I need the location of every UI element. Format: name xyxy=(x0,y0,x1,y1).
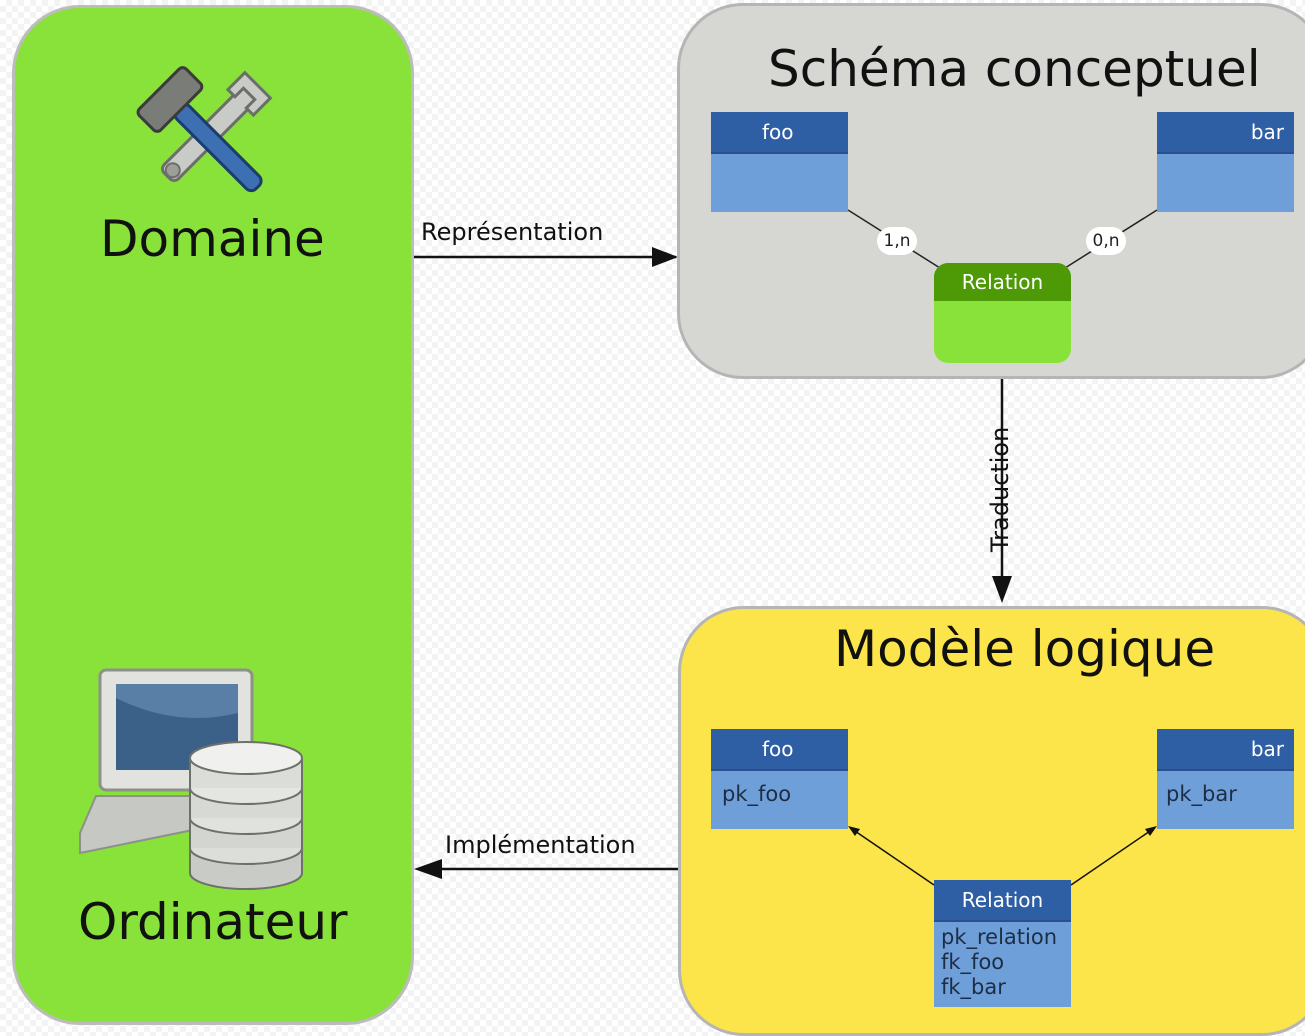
entity-body xyxy=(711,154,848,212)
logical-table-bar: bar pk_bar xyxy=(1157,729,1294,829)
field: pk_relation xyxy=(941,925,1058,949)
concept-entity-foo: foo xyxy=(711,112,848,212)
concept-entity-bar: bar xyxy=(1157,112,1294,212)
logical-model-title: Modèle logique xyxy=(834,620,1216,678)
concept-relation: Relation xyxy=(934,263,1071,363)
relation-name: Relation xyxy=(934,263,1071,301)
implementation-label: Implémentation xyxy=(445,831,636,859)
tools-icon xyxy=(136,66,273,193)
entity-name: foo xyxy=(711,112,848,154)
representation-label: Représentation xyxy=(421,218,604,246)
table-fields: pk_bar xyxy=(1157,771,1294,829)
computer-database-icon xyxy=(79,668,303,890)
logical-table-foo: foo pk_foo xyxy=(711,729,848,829)
conceptual-schema-title: Schéma conceptuel xyxy=(768,40,1261,98)
table-name: bar xyxy=(1157,729,1294,771)
cardinality-right: 0,n xyxy=(1086,227,1126,255)
field: fk_foo xyxy=(941,950,1005,974)
table-fields: pk_foo xyxy=(711,771,848,829)
logical-links xyxy=(848,826,1157,886)
domain-title: Domaine xyxy=(100,210,325,268)
implementation-arrowhead xyxy=(414,859,442,879)
field: pk_foo xyxy=(722,782,792,806)
connectors xyxy=(414,247,1012,879)
field: fk_bar xyxy=(941,975,1006,999)
computer-label: Ordinateur xyxy=(78,893,348,951)
field: pk_bar xyxy=(1166,782,1237,806)
traduction-arrowhead xyxy=(992,576,1012,603)
table-fields: pk_relation fk_foo fk_bar xyxy=(934,922,1071,1007)
logical-table-relation: Relation pk_relation fk_foo fk_bar xyxy=(934,880,1071,1007)
representation-arrowhead xyxy=(652,247,678,267)
table-name: foo xyxy=(711,729,848,771)
cardinality-left: 1,n xyxy=(877,227,917,255)
entity-name: bar xyxy=(1157,112,1294,154)
entity-body xyxy=(1157,154,1294,212)
table-name: Relation xyxy=(934,880,1071,922)
